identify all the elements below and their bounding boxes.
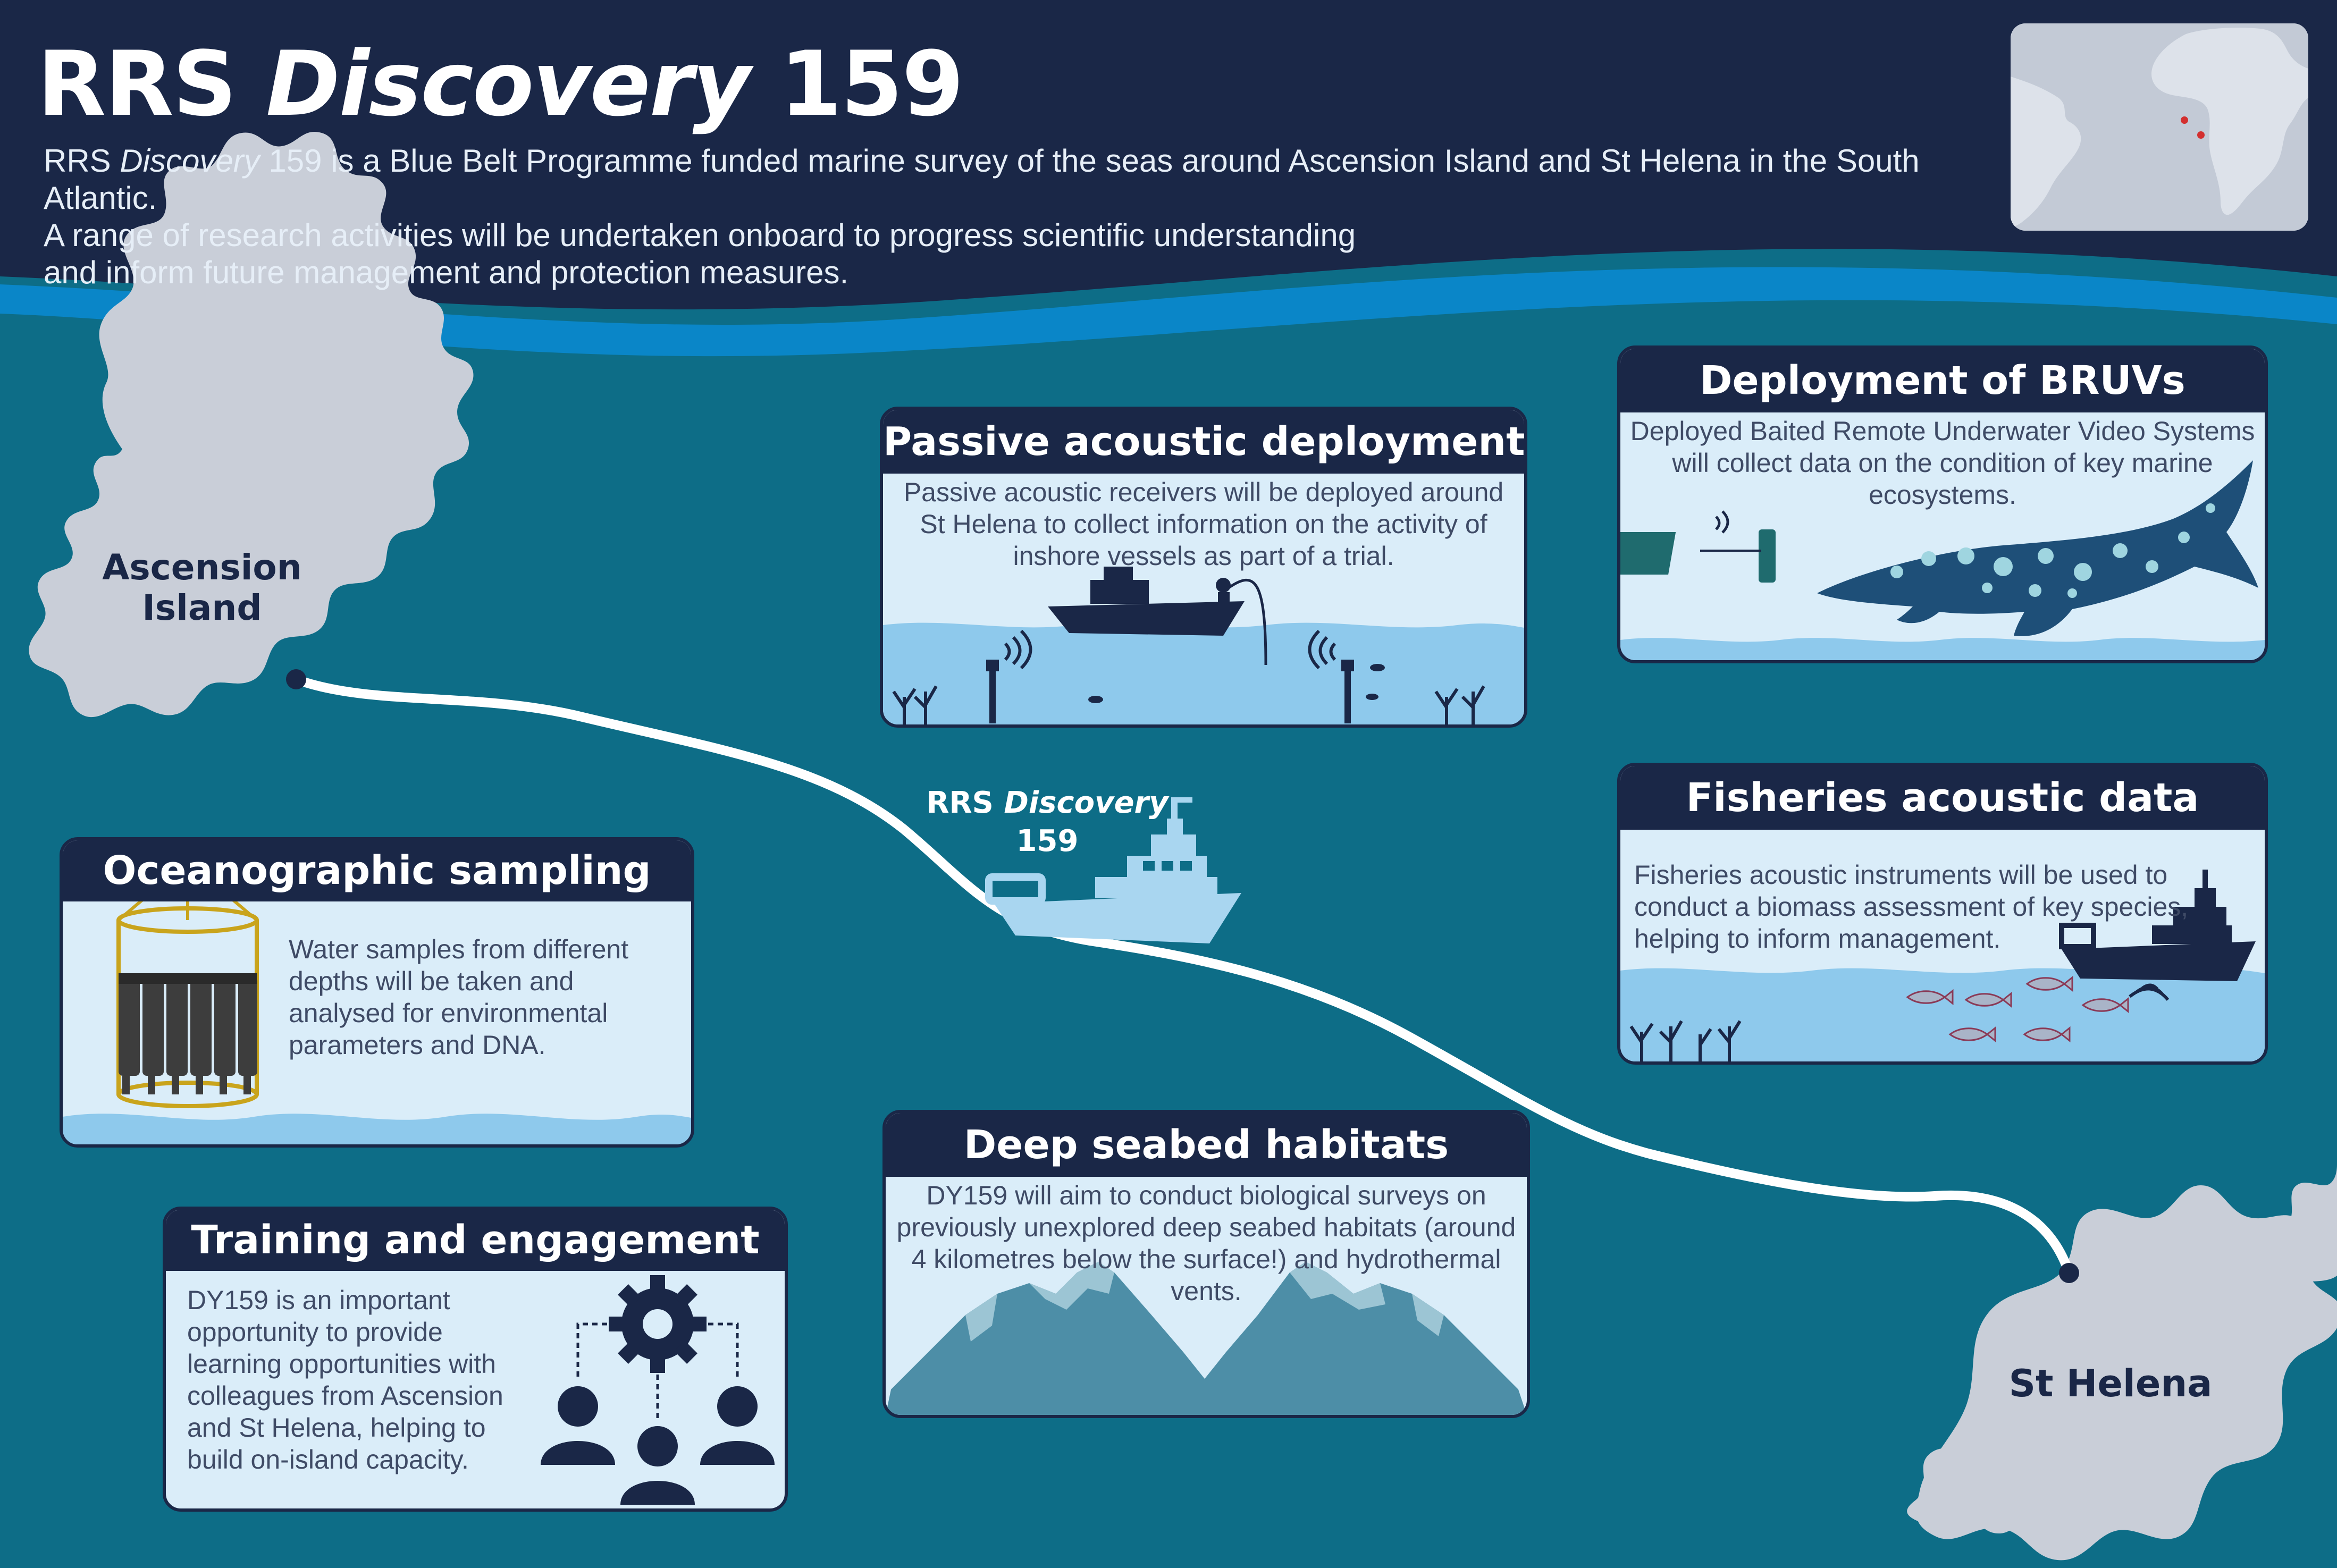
acoustic-receiver-right <box>1308 629 1354 723</box>
whale-shark-icon <box>1817 460 2258 636</box>
water-band <box>63 1114 691 1144</box>
fishing-boat-icon <box>1048 567 1245 636</box>
small-fish-icon <box>1088 696 1103 703</box>
tuna-fish-icons <box>1906 975 2129 1043</box>
bruv-camera-icon <box>1620 529 1776 583</box>
card-fisheries: Fisheries acoustic data Fisheries acoust… <box>1617 763 2268 1065</box>
person-icon <box>620 1426 695 1505</box>
water-band <box>883 622 1524 724</box>
person-icon <box>700 1386 775 1465</box>
bruv-signal-icon <box>1715 510 1729 534</box>
ship-label: RRS Discovery 159 <box>926 786 1168 858</box>
ascension-island-shape <box>29 131 474 718</box>
network-lines <box>576 1322 739 1420</box>
header-wave-light <box>0 267 2337 357</box>
card-body: Fisheries acoustic instruments will be u… <box>1634 860 2189 954</box>
card-title: Deployment of BRUVs <box>1620 349 2265 412</box>
ascension-route-dot <box>286 669 306 689</box>
card-title: Training and engagement <box>166 1210 785 1271</box>
rosette-sampler-icon <box>116 860 259 1108</box>
small-fish-icon <box>1370 664 1385 671</box>
card-body: DY159 is an important opportunity to pro… <box>187 1285 503 1474</box>
coral-left-icon <box>892 685 938 724</box>
card-title: Deep seabed habitats <box>886 1113 1527 1177</box>
page-title: RRS Discovery 159 <box>37 32 964 136</box>
card-body: Water samples from different depths will… <box>289 934 629 1060</box>
st-helena-route-dot <box>2059 1263 2079 1283</box>
fishing-vessel-icon <box>2059 870 2256 981</box>
small-fish-icon <box>1366 694 1378 700</box>
acoustic-receiver-left <box>986 629 1032 723</box>
card-title: Fisheries acoustic data <box>1620 766 2265 830</box>
st-helena-map-dot <box>2197 131 2205 139</box>
coral-right-icon <box>1434 685 1485 724</box>
card-body: Passive acoustic receivers will be deplo… <box>903 477 1504 571</box>
card-deep-seabed: Deep seabed habitats DY159 will aim to c… <box>882 1110 1530 1418</box>
card-body: DY159 will aim to conduct biological sur… <box>896 1181 1516 1306</box>
fishing-line <box>1228 578 1267 665</box>
rrs-discovery-ship-icon <box>985 797 1241 943</box>
ascension-map-dot <box>2181 116 2188 124</box>
card-oceanographic: Oceanographic sampling Water samples fro… <box>60 837 694 1148</box>
sonar-signal-icon <box>2129 983 2170 1001</box>
ascension-island-label: Ascension Island <box>102 547 302 628</box>
water-band <box>1620 968 2265 1061</box>
header-band <box>0 0 2337 310</box>
page-description: RRS Discovery 159 is a Blue Belt Program… <box>44 143 1920 290</box>
gear-icon <box>609 1275 707 1373</box>
card-body: Deployed Baited Remote Underwater Video … <box>1630 416 2255 510</box>
card-bruvs: Deployment of BRUVs Deployed Baited Remo… <box>1617 345 2268 663</box>
seabed-mountains-icon <box>886 1262 1527 1415</box>
location-inset-map <box>2011 23 2308 231</box>
card-passive-acoustic: Passive acoustic deployment Passive acou… <box>880 407 1527 728</box>
st-helena-label: St Helena <box>2008 1362 2213 1405</box>
water-band <box>1620 638 2265 660</box>
survey-route-line <box>291 675 2074 1278</box>
coral-icon <box>1629 1020 1742 1061</box>
card-title: Oceanographic sampling <box>63 840 691 901</box>
card-title: Passive acoustic deployment <box>883 410 1524 474</box>
person-icon <box>541 1386 615 1465</box>
card-training: Training and engagement DY159 is an impo… <box>163 1207 788 1512</box>
south-america-shape <box>2011 77 2081 228</box>
africa-shape <box>2151 28 2308 215</box>
st-helena-island-main <box>1916 1185 2337 1561</box>
